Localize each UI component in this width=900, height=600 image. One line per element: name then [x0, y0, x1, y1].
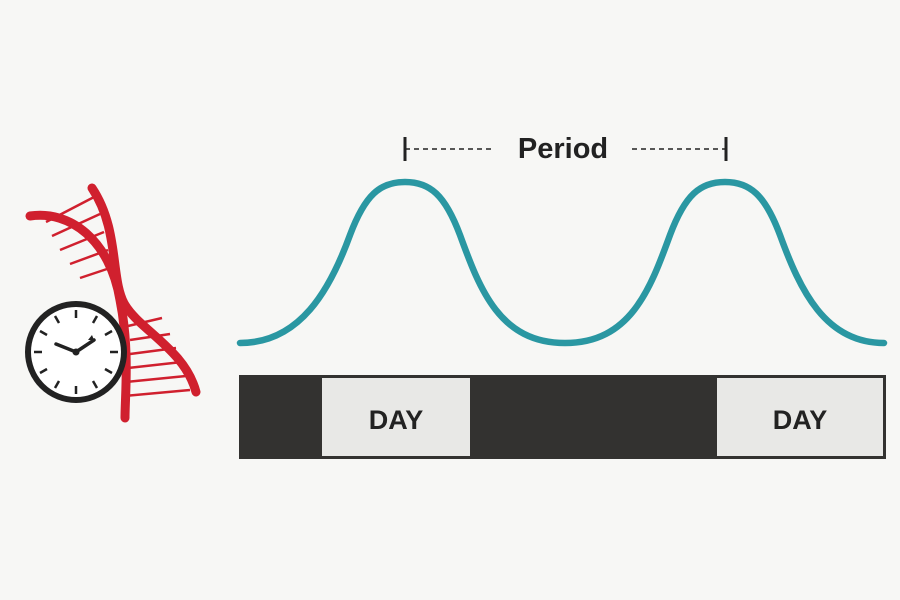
clock-hand-tip	[88, 335, 94, 340]
day-block-1	[322, 378, 470, 456]
day-label-2: DAY	[773, 405, 828, 435]
clock-ticks	[34, 310, 118, 394]
clock-hands	[54, 338, 96, 354]
day-label-1: DAY	[369, 405, 424, 435]
clock-icon	[25, 301, 127, 403]
period-bracket: Period	[403, 133, 728, 165]
dna-strand-right	[87, 183, 201, 397]
dna-helix-icon	[25, 183, 201, 423]
clock-center	[72, 348, 80, 356]
period-label: Period	[518, 133, 608, 165]
day-night-bar: DAY DAY	[239, 375, 886, 459]
day-block-2	[717, 378, 883, 456]
oscillation-wave	[236, 178, 888, 347]
